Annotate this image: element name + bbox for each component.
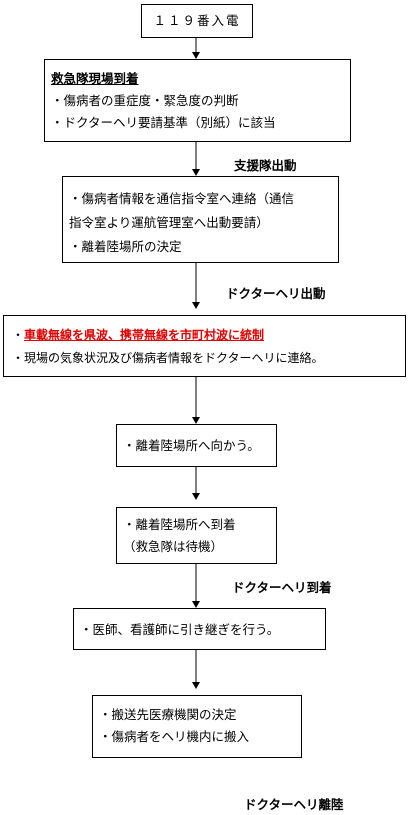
- step-arrival-box: 救急隊現場到着 ・傷病者の重症度・緊急度の判断 ・ドクターヘリ要請基準（別紙）に…: [44, 59, 351, 142]
- step-radio-item-2: ・現場の気象状況及び傷病者情報をドクターヘリに連絡。: [12, 351, 324, 365]
- label-support: 支援隊出動: [234, 158, 297, 173]
- step-arrival-item-1: ・傷病者の重症度・緊急度の判断: [51, 93, 239, 108]
- step-transport-box: ・搬送先医療機関の決定 ・傷病者をヘリ機内に搬入: [92, 695, 302, 758]
- step-arrival-title: 救急隊現場到着: [51, 71, 139, 86]
- arrowhead-7: [192, 682, 200, 689]
- label-heli-dispatch: ドクターヘリ出動: [226, 286, 326, 301]
- arrowhead-2: [192, 169, 200, 176]
- arrowhead-4: [192, 417, 200, 424]
- step-transport-item-2: ・傷病者をヘリ機内に搬入: [99, 729, 250, 744]
- step-handover-text: ・医師、看護師に引き継ぎを行う。: [80, 622, 280, 637]
- arrowhead-6: [192, 601, 200, 608]
- label-heli-departure: ドクターヘリ離陸: [244, 797, 344, 812]
- arrowhead-3: [192, 302, 200, 309]
- step-radio-highlight: 車載無線を県波、携帯無線を市町村波に統制: [24, 328, 265, 342]
- step-arrive-site-item-2: （救急隊は待機）: [123, 539, 224, 554]
- step-call-text: １１９番入電: [153, 13, 241, 28]
- step-head-to-text: ・離着陸場所へ向かう。: [123, 438, 260, 453]
- step-contact-item-3: ・離着陸場所の決定: [69, 239, 182, 254]
- label-heli-arrival: ドクターヘリ到着: [232, 580, 332, 595]
- step-arrival-item-2: ・ドクターヘリ要請基準（別紙）に該当: [51, 115, 276, 130]
- step-radio-item-1: ・車載無線を県波、携帯無線を市町村波に統制: [12, 324, 405, 347]
- step-contact-item-2: 指令室より運航管理室へ出動要請）: [69, 215, 269, 230]
- step-head-to-box: ・離着陸場所へ向かう。: [116, 424, 277, 467]
- step-call-box: １１９番入電: [141, 4, 253, 38]
- step-handover-box: ・医師、看護師に引き継ぎを行う。: [73, 608, 326, 650]
- step-arrive-site-box: ・離着陸場所へ到着 （救急隊は待機）: [116, 507, 277, 564]
- arrowhead-1: [192, 52, 200, 59]
- step-radio-bullet: ・: [12, 328, 25, 342]
- arrowhead-5: [192, 493, 200, 500]
- step-transport-item-1: ・搬送先医療機関の決定: [99, 707, 237, 722]
- step-contact-box: ・傷病者情報を通信指令室へ連絡（通信 指令室より運航管理室へ出動要請） ・離着陸…: [62, 176, 339, 263]
- step-radio-box: ・車載無線を県波、携帯無線を市町村波に統制 ・現場の気象状況及び傷病者情報をドク…: [3, 315, 406, 377]
- step-contact-item-1: ・傷病者情報を通信指令室へ連絡（通信: [69, 191, 295, 206]
- step-arrive-site-item-1: ・離着陸場所へ到着: [123, 517, 236, 532]
